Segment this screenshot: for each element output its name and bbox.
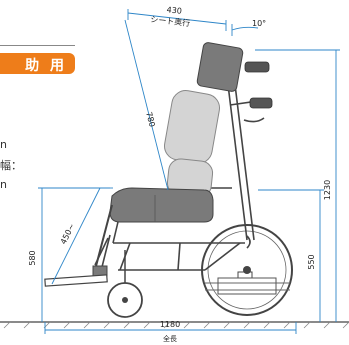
total-height-value: 1230 [323, 180, 332, 200]
side-text-1: n [0, 138, 7, 151]
wheelchair-frame [94, 59, 266, 276]
category-badge-text: 助 用 [25, 58, 67, 74]
side-text-3: n [0, 178, 7, 191]
seat-depth-side-value: 450~ [59, 222, 77, 246]
side-text-2: 幅： [0, 159, 22, 172]
armrest-height-value: 550 [307, 254, 316, 269]
back-cushion-upper [164, 90, 220, 164]
backrest-height-value: 780 [144, 111, 156, 128]
floor [0, 321, 349, 329]
footplate [44, 274, 108, 287]
front-caster [107, 250, 143, 318]
seat-depth-top-value: 430 [166, 5, 182, 16]
total-length-value: 1180 [160, 320, 180, 329]
seat-height-value: 580 [28, 250, 37, 265]
angle-label: 10° [252, 19, 266, 28]
total-length-label: 全長 [163, 334, 177, 343]
category-badge: 助 用 [0, 53, 75, 74]
header-rule [0, 45, 75, 46]
headrest [196, 42, 244, 92]
dimension-lines [38, 9, 340, 334]
seat-depth-label: シート奥行 [150, 14, 191, 28]
push-handle [244, 61, 273, 109]
seat [109, 187, 214, 223]
